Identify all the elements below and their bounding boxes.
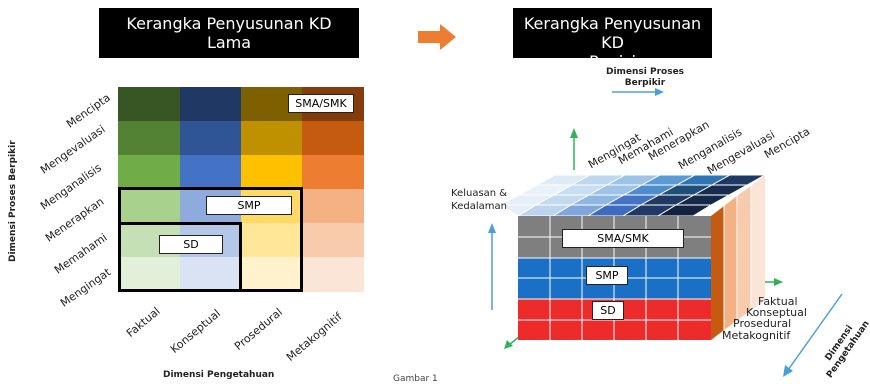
process-axis-title-line2: Berpikir [624, 78, 666, 88]
depth-axis-title-line1: Keluasan & [451, 188, 508, 199]
knowledge-label-prosedural: Prosedural [733, 317, 792, 330]
grid-cell [118, 87, 180, 121]
grid-cell [302, 121, 364, 155]
grid-cell [241, 155, 302, 189]
side-column [737, 186, 751, 320]
grid-cell [118, 257, 180, 292]
down-left-arrow-icon [783, 365, 793, 377]
grid-cell [180, 257, 241, 292]
knowledge-label-metakognitif: Metakognitif [722, 329, 791, 342]
right-arrow-icon-green [774, 278, 783, 286]
process-axis-title: Dimensi Proses Berpikir [605, 67, 685, 89]
sd-level-frame [118, 222, 242, 292]
cube-smp-tag: SMP [586, 266, 628, 285]
side-column [711, 206, 724, 340]
cube-top-face [499, 174, 767, 217]
cube-right-face [711, 175, 765, 340]
grid-cell [118, 121, 180, 155]
grid-cell [118, 155, 180, 189]
side-column [724, 196, 737, 330]
up-arrow-icon [488, 223, 496, 233]
side-column [751, 175, 765, 310]
depth-axis-title: Keluasan & Kedalaman [451, 187, 507, 213]
right-title: Kerangka Penyusunan KD Revisi [513, 8, 712, 71]
right-arrow-small-icon [655, 88, 664, 96]
grid-cell [302, 257, 364, 292]
right-arrow-icon [418, 24, 456, 50]
right-title-line2: Revisi [589, 52, 636, 71]
left-x-axis-title: Dimensi Pengetahuan [163, 370, 275, 380]
sd-level-tag: SD [159, 235, 223, 254]
figure-caption: Gambar 1 [393, 374, 438, 384]
knowledge-label-faktual: Faktual [758, 295, 798, 308]
grid-cell [241, 257, 302, 292]
grid-cell [302, 223, 364, 257]
grid-cell [180, 87, 241, 121]
grid-cell [241, 121, 302, 155]
grid-cell [241, 223, 302, 257]
grid-cell [180, 155, 241, 189]
left-grid: SMA/SMK SMP SD [118, 87, 364, 292]
up-arrow-icon [570, 128, 578, 138]
right-title-line1: Kerangka Penyusunan KD [523, 14, 702, 52]
left-title-line2: Lama [206, 33, 252, 52]
knowledge-axis-line [787, 293, 843, 371]
sma-level-tag: SMA/SMK [288, 94, 354, 113]
grid-cell [302, 189, 364, 223]
process-axis-title-line1: Dimensi Proses [605, 67, 685, 77]
depth-axis-title-line2: Kedalaman [451, 201, 507, 212]
left-title-line1: Kerangka Penyusunan KD [126, 14, 332, 33]
cube-sma-tag: SMA/SMK [562, 229, 684, 248]
cube-sd-tag: SD [592, 301, 624, 320]
down-left-arrow-icon [504, 340, 513, 349]
knowledge-label-konseptual: Konseptual [746, 306, 807, 319]
left-title: Kerangka Penyusunan KD Lama [99, 8, 359, 58]
grid-cell [180, 121, 241, 155]
smp-level-tag: SMP [206, 196, 292, 215]
grid-cell [302, 155, 364, 189]
grid-cell [118, 189, 180, 223]
